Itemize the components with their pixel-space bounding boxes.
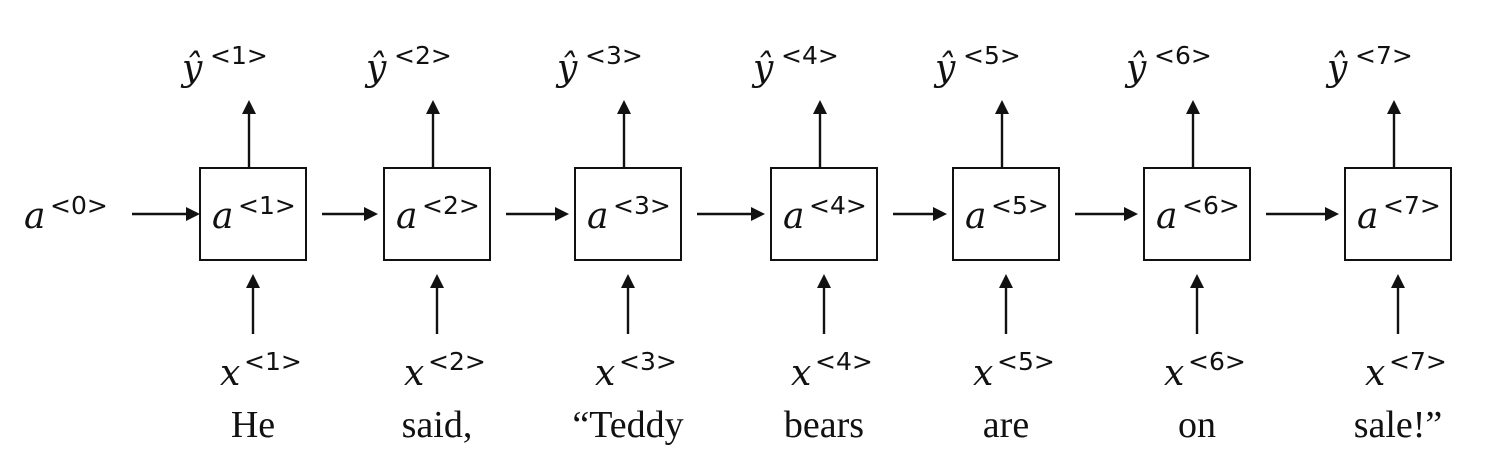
input-superscript: <6> [1188, 347, 1246, 376]
output-superscript: <1> [210, 41, 268, 70]
input-word: bears [784, 404, 864, 446]
output-symbol: ŷ [180, 48, 203, 89]
input-word: “Teddy [572, 404, 683, 446]
recurrent-arrow-head [751, 207, 765, 221]
input-symbol: x [1365, 353, 1385, 394]
output-arrow-head [426, 100, 440, 114]
input-superscript: <4> [815, 347, 873, 376]
input-superscript: <1> [244, 347, 302, 376]
output-symbol: ŷ [555, 48, 578, 89]
recurrent-arrow-head [1124, 207, 1138, 221]
output-superscript: <2> [394, 41, 452, 70]
input-word: He [231, 404, 275, 446]
input-symbol: x [220, 353, 240, 394]
hidden-state-superscript: <4> [809, 191, 867, 220]
input-symbol: x [404, 353, 424, 394]
hidden-state-superscript: <3> [613, 191, 671, 220]
output-arrow-head [617, 100, 631, 114]
initial-state-superscript: <0> [50, 191, 108, 220]
recurrent-arrow-head [555, 207, 569, 221]
hidden-state-symbol: a [1156, 196, 1177, 237]
input-word: said, [402, 404, 473, 446]
initial-state-arrow-head [186, 207, 200, 221]
hidden-state-superscript: <7> [1383, 191, 1441, 220]
input-word: sale!” [1354, 404, 1443, 446]
input-symbol: x [595, 353, 615, 394]
hidden-state-cell [199, 167, 307, 261]
input-word: are [983, 404, 1029, 446]
time-step-3: ŷ<3>a<3>x<3>“Teddy [555, 41, 765, 446]
hidden-state-symbol: a [965, 196, 986, 237]
recurrent-arrow-head [933, 207, 947, 221]
output-symbol: ŷ [364, 48, 387, 89]
input-superscript: <2> [428, 347, 486, 376]
time-step-4: ŷ<4>a<4>x<4>bears [751, 41, 947, 446]
recurrent-arrow-head [364, 207, 378, 221]
input-symbol: x [791, 353, 811, 394]
hidden-state-cell [952, 167, 1060, 261]
output-arrow-head [242, 100, 256, 114]
recurrent-arrow-head [1325, 207, 1339, 221]
time-steps: ŷ<1>a<1>x<1>Heŷ<2>a<2>x<2>said,ŷ<3>a<3>x… [132, 41, 1452, 446]
hidden-state-symbol: a [1357, 196, 1378, 237]
input-superscript: <5> [997, 347, 1055, 376]
input-arrow-head [817, 274, 831, 288]
input-arrow-head [430, 274, 444, 288]
hidden-state-symbol: a [396, 196, 417, 237]
input-superscript: <7> [1389, 347, 1447, 376]
output-arrow-head [1387, 100, 1401, 114]
input-word: on [1178, 404, 1216, 446]
hidden-state-cell [574, 167, 682, 261]
output-superscript: <5> [963, 41, 1021, 70]
output-symbol: ŷ [1124, 48, 1147, 89]
input-arrow-head [999, 274, 1013, 288]
input-arrow-head [246, 274, 260, 288]
time-step-7: ŷ<7>a<7>x<7>sale!” [1325, 41, 1452, 446]
input-arrow-head [621, 274, 635, 288]
hidden-state-cell [1143, 167, 1251, 261]
initial-hidden-state: a <0> [24, 191, 108, 237]
input-arrow-head [1190, 274, 1204, 288]
output-superscript: <4> [781, 41, 839, 70]
output-symbol: ŷ [751, 48, 774, 89]
hidden-state-cell [383, 167, 491, 261]
hidden-state-symbol: a [587, 196, 608, 237]
hidden-state-symbol: a [783, 196, 804, 237]
output-superscript: <3> [585, 41, 643, 70]
hidden-state-symbol: a [212, 196, 233, 237]
input-symbol: x [973, 353, 993, 394]
output-superscript: <6> [1154, 41, 1212, 70]
time-step-5: ŷ<5>a<5>x<5>are [933, 41, 1138, 446]
time-step-1: ŷ<1>a<1>x<1>He [180, 41, 378, 446]
output-arrow-head [813, 100, 827, 114]
hidden-state-superscript: <5> [991, 191, 1049, 220]
hidden-state-cell [1344, 167, 1452, 261]
output-symbol: ŷ [933, 48, 956, 89]
input-superscript: <3> [619, 347, 677, 376]
output-arrow-head [1186, 100, 1200, 114]
initial-state-symbol: a [24, 196, 45, 237]
output-arrow-head [995, 100, 1009, 114]
hidden-state-superscript: <2> [422, 191, 480, 220]
output-superscript: <7> [1355, 41, 1413, 70]
time-step-6: ŷ<6>a<6>x<6>on [1124, 41, 1339, 446]
hidden-state-cell [770, 167, 878, 261]
hidden-state-superscript: <6> [1182, 191, 1240, 220]
input-arrow-head [1391, 274, 1405, 288]
input-symbol: x [1164, 353, 1184, 394]
hidden-state-superscript: <1> [238, 191, 296, 220]
output-symbol: ŷ [1325, 48, 1348, 89]
time-step-2: ŷ<2>a<2>x<2>said, [364, 41, 569, 446]
